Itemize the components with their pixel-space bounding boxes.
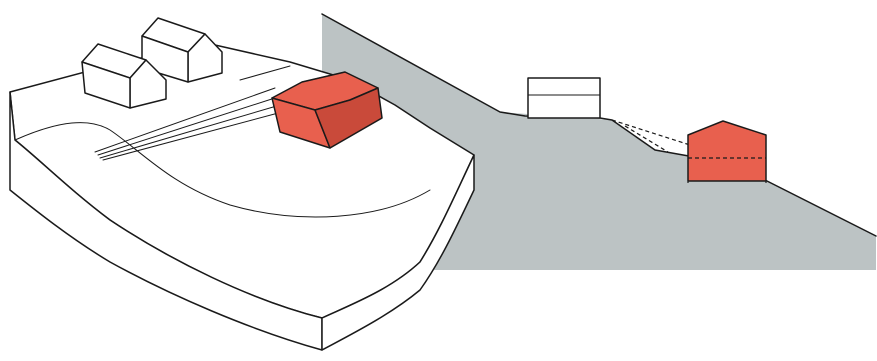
terrain-slope-line-1 bbox=[14, 122, 431, 218]
sight-lines bbox=[94, 87, 283, 161]
red-house-side-wall bbox=[314, 87, 383, 149]
section-red-house-body bbox=[687, 120, 767, 182]
terrain-slope-line-2 bbox=[239, 65, 291, 81]
existing-house-front-wall bbox=[81, 61, 131, 109]
section-red-house bbox=[687, 120, 767, 183]
section-red-house-foundation-dashed bbox=[687, 181, 767, 183]
existing-house-front bbox=[81, 43, 167, 109]
section-building-body bbox=[527, 77, 601, 119]
red-house-ridge bbox=[301, 71, 346, 83]
terrain-block bbox=[9, 17, 475, 351]
section-existing-building bbox=[527, 77, 601, 119]
existing-house-back-gable bbox=[187, 33, 223, 83]
existing-house-front-gable bbox=[129, 59, 167, 109]
red-house bbox=[271, 71, 383, 149]
section-cut-dashed bbox=[624, 125, 669, 153]
terrain-front-right-face bbox=[321, 154, 475, 351]
existing-house-back bbox=[141, 17, 223, 83]
